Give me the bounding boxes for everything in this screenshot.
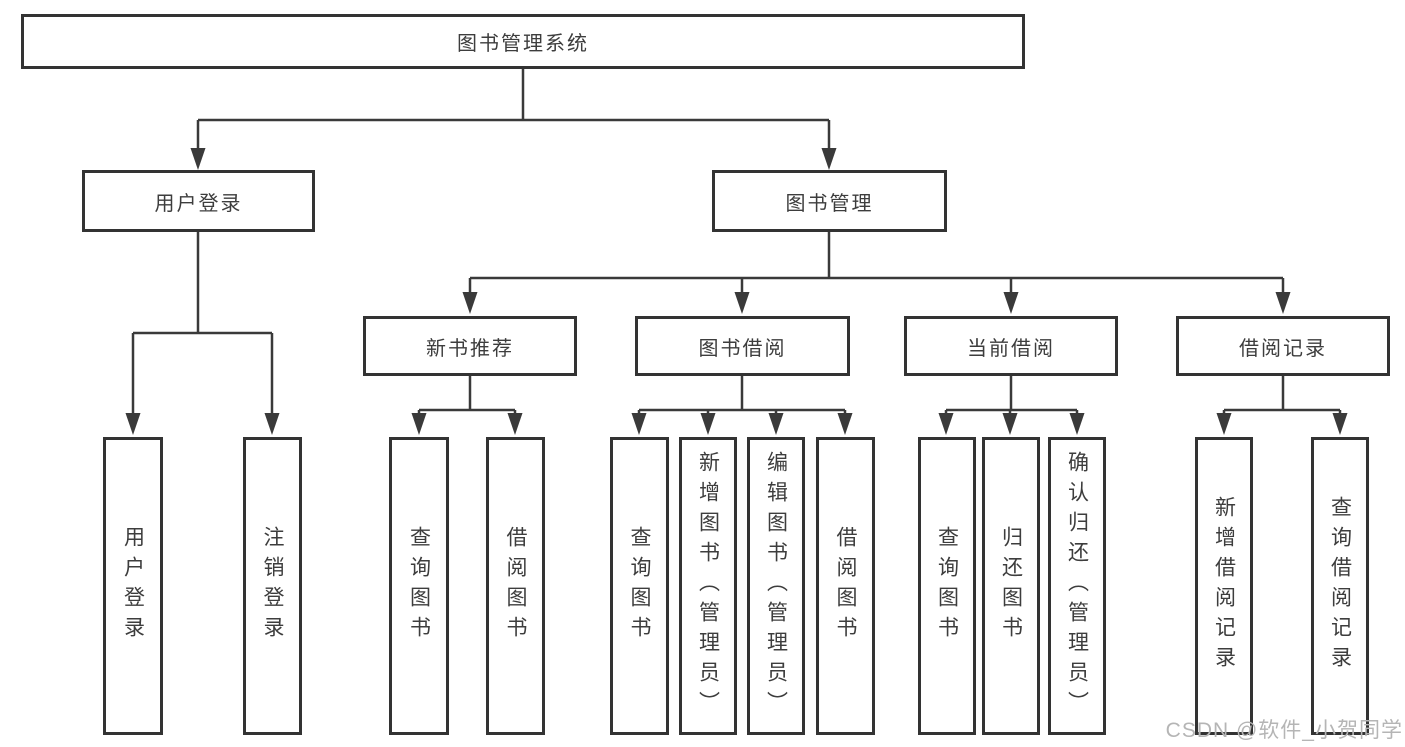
arrow-down-icon	[507, 413, 523, 435]
leaf-bb-borrow-books: 借阅图书	[816, 437, 875, 735]
node-user-login: 用户登录	[82, 170, 315, 232]
arrow-down-icon	[190, 148, 206, 170]
csdn-watermark: CSDN @软件_小贺同学	[1165, 719, 1403, 742]
arrow-down-icon	[264, 413, 280, 435]
connector-currentborrow-to-leaves	[944, 376, 1079, 417]
arrow-down-icon	[1275, 292, 1291, 314]
connector-records-to-leaves	[1222, 376, 1342, 417]
leaf-nb-borrow-books: 借阅图书	[486, 437, 545, 735]
arrow-down-icon	[1069, 413, 1085, 435]
arrow-down-icon	[821, 148, 837, 170]
arrow-down-icon	[938, 413, 954, 435]
leaf-bb-add-books-admin: 新增图书（管理员）	[679, 437, 737, 735]
leaf-cb-confirm-return-admin: 确认归还（管理员）	[1048, 437, 1106, 735]
arrow-down-icon	[411, 413, 427, 435]
connector-bookborrow-to-leaves	[637, 376, 847, 417]
connector-root-to-level2	[196, 69, 831, 152]
arrow-down-icon	[1003, 292, 1019, 314]
arrow-down-icon	[1216, 413, 1232, 435]
arrow-down-icon	[837, 413, 853, 435]
arrow-down-icon	[700, 413, 716, 435]
arrow-down-icon	[631, 413, 647, 435]
leaf-user-login: 用户登录	[103, 437, 163, 735]
arrow-down-icon	[462, 292, 478, 314]
connector-newbook-to-leaves	[417, 376, 517, 417]
arrow-down-icon	[1332, 413, 1348, 435]
node-new-book-recommend: 新书推荐	[363, 316, 577, 376]
leaf-br-add-record: 新增借阅记录	[1195, 437, 1253, 735]
connector-bookmgmt-to-level3	[468, 232, 1285, 298]
leaf-cb-query-books: 查询图书	[918, 437, 976, 735]
node-current-borrow: 当前借阅	[904, 316, 1118, 376]
node-book-borrow: 图书借阅	[635, 316, 850, 376]
leaf-bb-query-books: 查询图书	[610, 437, 669, 735]
arrow-down-icon	[768, 413, 784, 435]
leaf-bb-edit-books-admin: 编辑图书（管理员）	[747, 437, 805, 735]
arrow-down-icon	[734, 292, 750, 314]
node-borrow-records: 借阅记录	[1176, 316, 1390, 376]
arrow-down-icon	[1002, 413, 1018, 435]
leaf-logout: 注销登录	[243, 437, 302, 735]
leaf-br-query-record: 查询借阅记录	[1311, 437, 1369, 735]
node-library-management-system: 图书管理系统	[21, 14, 1025, 69]
arrow-down-icon	[125, 413, 141, 435]
leaf-nb-query-books: 查询图书	[389, 437, 449, 735]
leaf-cb-return-books: 归还图书	[982, 437, 1040, 735]
node-book-management: 图书管理	[712, 170, 947, 232]
connector-userlogin-to-leaves	[131, 232, 274, 417]
